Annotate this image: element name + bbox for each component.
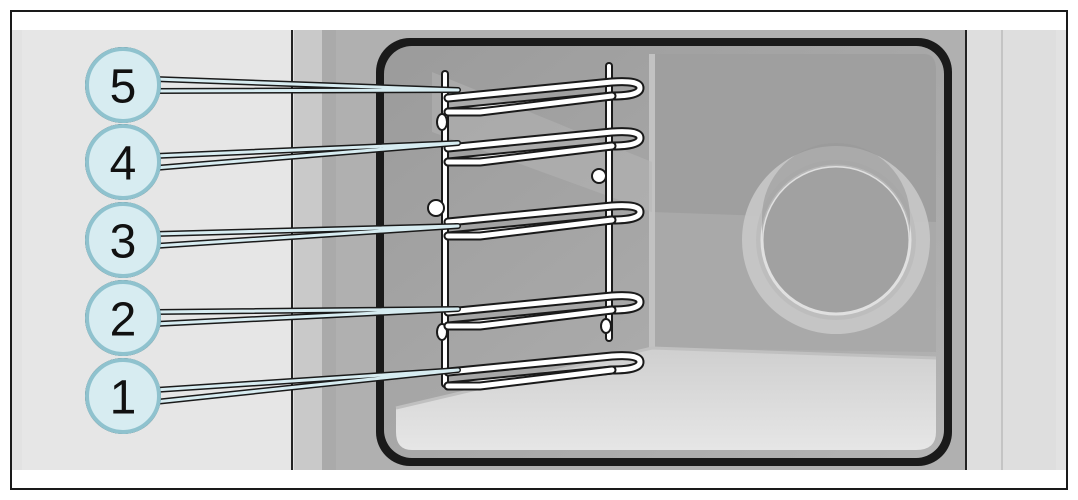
rack-stud-icon [428,200,444,216]
shelf-level-number: 1 [110,372,137,425]
fan-cover-icon [762,166,910,314]
door-frame-left-inner [322,30,336,470]
shelf-level-number: 4 [110,138,137,191]
shelf-level-number: 5 [110,61,137,114]
shelf-level-number: 3 [110,216,137,269]
rack-stud-icon [592,169,606,183]
cabinet-right-panel [968,30,1056,470]
oven-shelf-diagram: 5 4 3 2 1 [12,12,1066,488]
rack-stud-icon [601,319,611,333]
shelf-level-number: 2 [110,294,137,347]
diagram-frame: 5 4 3 2 1 [10,10,1068,490]
cabinet-bottom-band [12,470,1066,488]
rack-stud-icon [437,114,447,130]
cabinet-top-band [12,12,1066,30]
